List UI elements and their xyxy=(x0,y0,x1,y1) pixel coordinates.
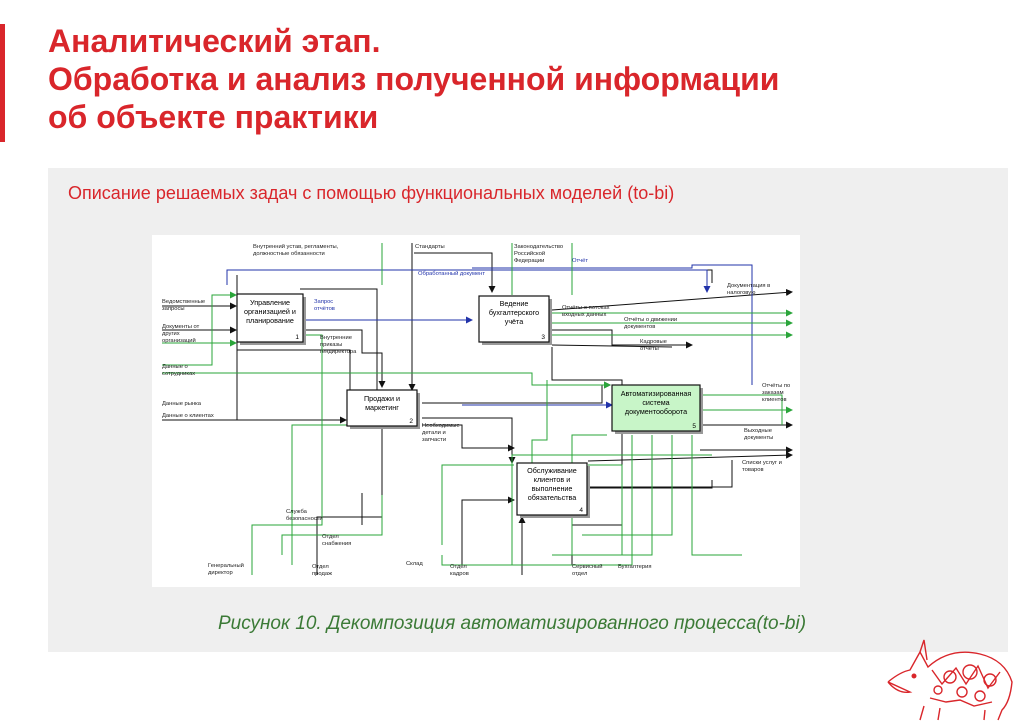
box-2-line-2: маркетинг xyxy=(365,403,399,412)
box-2-number: 2 xyxy=(409,418,413,425)
label-input-3-1: Данные о xyxy=(162,364,188,370)
accent-bar xyxy=(0,24,5,142)
label-mech-1-2: директор xyxy=(208,570,233,576)
label-mech-4-1: Отдел xyxy=(312,564,329,570)
label-request-1: Запрос xyxy=(314,299,333,305)
label-needed-parts-3: запчасти xyxy=(422,437,446,443)
label-standards: Стандарты xyxy=(415,244,445,250)
label-mech-1-1: Генеральный xyxy=(208,562,244,569)
box-4: Обслуживание клиентов и выполнение обяза… xyxy=(516,462,590,518)
label-mech-8-1: Бухгалтерия xyxy=(618,564,651,570)
label-output-4-1: Списки услуг и xyxy=(742,460,782,466)
box-1-number: 1 xyxy=(295,334,299,341)
label-output-2-3: клиентов xyxy=(762,397,787,403)
label-report: Отчёт xyxy=(572,258,588,264)
box-5-line-2: система xyxy=(642,398,669,407)
box-3-number: 3 xyxy=(541,334,545,341)
box-4-line-1: Обслуживание xyxy=(527,466,577,475)
label-output-1-1: Документация в xyxy=(727,283,770,289)
rhino-logo xyxy=(880,622,1020,727)
label-mech-3-1: Отдел xyxy=(322,534,339,540)
label-legislation-3: Федерации xyxy=(514,258,544,264)
idef0-diagram: Управление организацией и планирование 1… xyxy=(152,235,800,587)
label-mech-4-2: продаж xyxy=(312,571,332,577)
box-5-line-3: документооборота xyxy=(625,407,687,416)
label-mech-6-1: Отдел xyxy=(450,564,467,570)
title-line-2: Обработка и анализ полученной информации xyxy=(48,61,780,97)
label-internal-orders-3: гендиректора xyxy=(320,349,357,355)
arrow-labels: Внутренний устав, регламенты, должностны… xyxy=(162,243,790,577)
label-input-3-2: сотрудниках xyxy=(162,371,195,377)
title-line-1: Аналитический этап. xyxy=(48,23,381,59)
rhino-logo-icon xyxy=(887,639,1013,721)
figure-caption: Рисунок 10. Декомпозиция автоматизирован… xyxy=(217,613,807,634)
label-needed-parts-1: Необходимые xyxy=(422,423,460,429)
diagram-svg: Управление организацией и планирование 1… xyxy=(162,243,793,577)
slide-title: Аналитический этап. Обработка и анализ п… xyxy=(48,22,1008,136)
label-mech-2-1: Служба xyxy=(286,509,308,515)
box-3-line-2: бухгалтерского xyxy=(489,308,539,317)
box-2-line-1: Продажи и xyxy=(364,394,400,403)
label-input-2-1: Документы от xyxy=(162,324,200,330)
label-controls-top-1: Внутренний устав, регламенты, xyxy=(253,243,339,250)
label-input-1-1: Ведомственные xyxy=(162,299,205,305)
title-line-3: об объекте практики xyxy=(48,99,379,135)
label-mech-6-2: кадров xyxy=(450,571,469,577)
box-4-line-4: обязательства xyxy=(528,493,577,502)
label-processed-doc: Обработанный документ xyxy=(418,270,485,277)
label-output-1-2: налоговую xyxy=(727,290,756,296)
label-mech-7-1: Сервисный xyxy=(572,563,602,570)
label-output-4-2: товаров xyxy=(742,467,764,473)
label-legislation-1: Законодательство xyxy=(514,244,563,250)
box-1-line-3: планирование xyxy=(246,316,294,325)
box-3-line-1: Ведение xyxy=(500,299,529,308)
label-output-3-1: Выходные xyxy=(744,428,772,434)
box-3-line-3: учёта xyxy=(505,317,524,326)
box-3: Ведение бухгалтерского учёта 3 xyxy=(478,295,552,345)
box-4-line-2: клиентов и xyxy=(534,475,570,484)
label-input-2-2: других xyxy=(162,331,180,337)
label-flow-reports-1: Отчёты о потоках xyxy=(562,305,610,311)
slide-subtitle: Описание решаемых задач с помощью функци… xyxy=(68,183,675,203)
label-hr-reports-1: Кадровые xyxy=(640,339,667,345)
connector-lines xyxy=(162,243,793,575)
box-4-line-3: выполнение xyxy=(532,484,573,493)
label-legislation-2: Российской xyxy=(514,250,545,257)
label-movement-reports-2: документов xyxy=(624,324,655,330)
box-5-line-1: Автоматизированная xyxy=(621,389,692,398)
label-mech-2-2: безопасности xyxy=(286,516,323,522)
label-output-2-2: заказам xyxy=(762,390,784,396)
label-controls-top-2: должностные обязанности xyxy=(253,251,325,257)
label-input-2-3: организаций xyxy=(162,337,196,344)
label-input-4-1: Данные рынка xyxy=(162,401,202,407)
label-needed-parts-2: детали и xyxy=(422,430,446,436)
box-1: Управление организацией и планирование 1 xyxy=(236,293,306,345)
label-input-5-1: Данные о клиентах xyxy=(162,413,214,419)
box-5-number: 5 xyxy=(692,423,696,430)
label-request-2: отчётов xyxy=(314,306,335,312)
label-output-3-2: документы xyxy=(744,435,773,441)
label-flow-reports-2: входных данных xyxy=(562,312,606,318)
label-movement-reports-1: Отчёты о движении xyxy=(624,317,677,323)
box-1-line-1: Управление xyxy=(250,298,290,307)
label-output-2-1: Отчёты по xyxy=(762,383,790,389)
box-1-line-2: организацией и xyxy=(244,307,296,316)
label-mech-7-2: отдел xyxy=(572,571,587,577)
label-internal-orders-1: Внутренние xyxy=(320,335,352,341)
label-input-1-2: запросы xyxy=(162,306,185,312)
box-4-number: 4 xyxy=(579,507,583,514)
label-mech-3-2: снабжения xyxy=(322,541,351,547)
label-hr-reports-2: отчёты xyxy=(640,346,659,352)
box-2: Продажи и маркетинг 2 xyxy=(346,389,420,429)
label-internal-orders-2: приказы xyxy=(320,342,342,348)
box-5: Автоматизированная система документообор… xyxy=(611,384,703,434)
label-mech-5-1: Склад xyxy=(406,561,423,567)
